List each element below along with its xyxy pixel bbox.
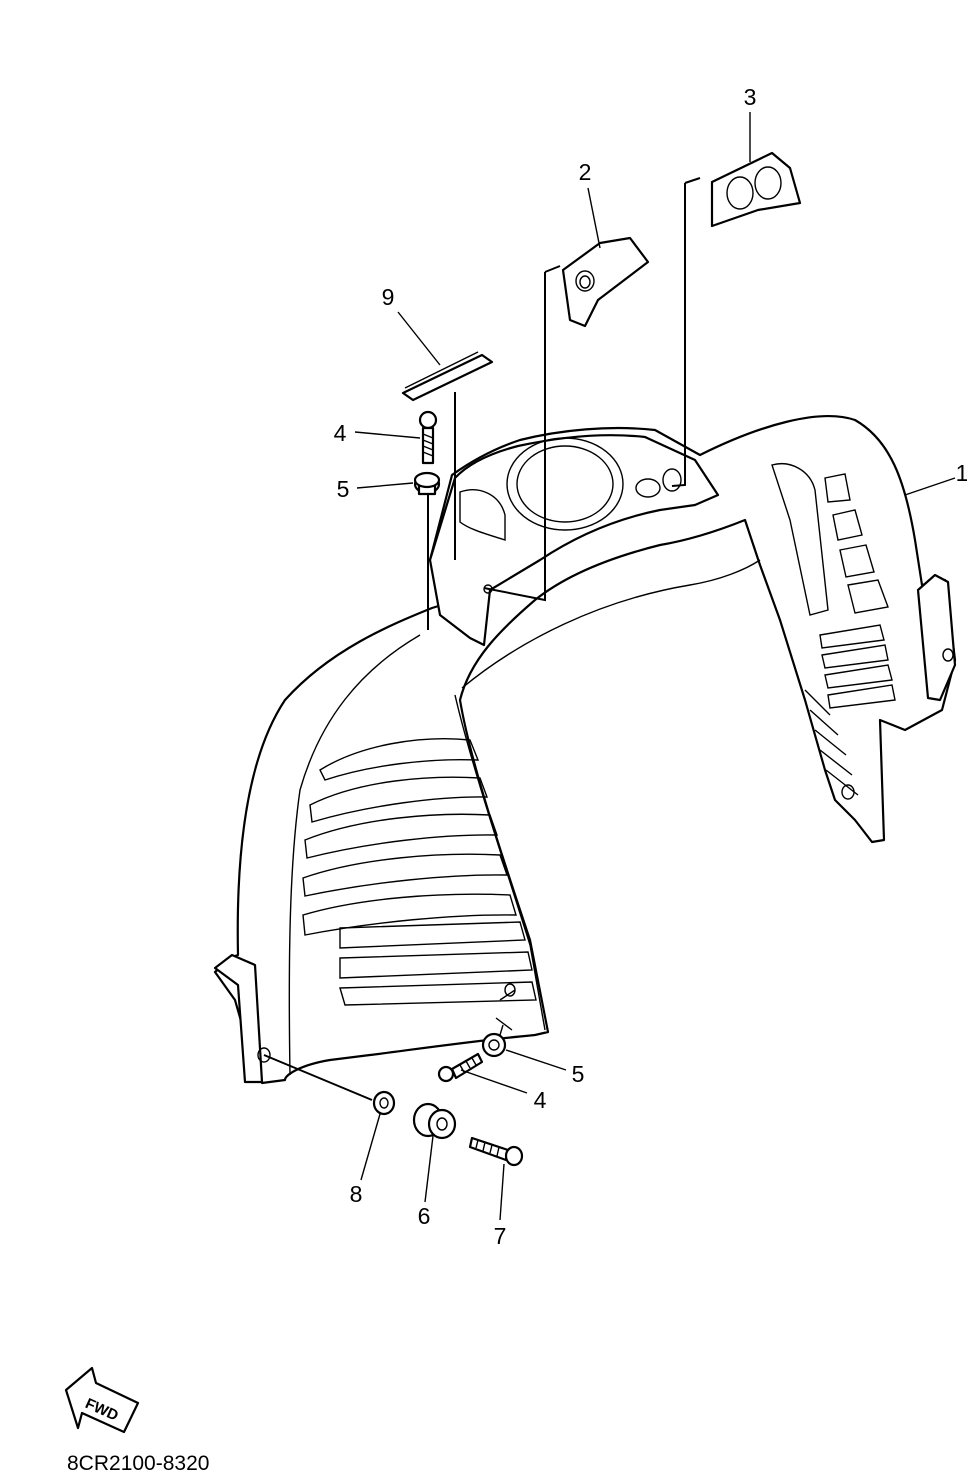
drawing-code: 8CR2100-8320 xyxy=(67,1452,209,1473)
callout-4-top: 4 xyxy=(334,420,347,446)
fwd-arrow-icon: FWD xyxy=(64,1366,140,1434)
meter-housing xyxy=(428,434,720,647)
part-4-screw-top xyxy=(418,410,438,465)
callout-5-bottom: 5 xyxy=(572,1061,585,1087)
callout-2: 2 xyxy=(579,159,592,185)
part-5-grommet-top xyxy=(413,471,441,496)
part-4-screw-bottom xyxy=(437,1052,484,1083)
assembly-lines xyxy=(263,177,701,1101)
callout-7: 7 xyxy=(494,1223,507,1249)
callout-9: 9 xyxy=(382,284,395,310)
leader-lines xyxy=(354,112,956,1221)
part-2-bracket xyxy=(561,236,650,328)
part-6-grommet xyxy=(412,1102,457,1140)
callout-6: 6 xyxy=(418,1203,431,1229)
part-1-leg-shield xyxy=(213,415,957,1085)
part-3-plate xyxy=(710,151,802,228)
callout-5-top: 5 xyxy=(337,476,350,502)
callout-1: 1 xyxy=(956,460,967,486)
part-9-strip xyxy=(401,351,494,402)
part-7-screw xyxy=(468,1136,524,1167)
callout-3: 3 xyxy=(744,84,757,110)
part-8-washer xyxy=(372,1090,396,1116)
part-5-grommet-bottom xyxy=(481,1032,507,1058)
callout-4-bottom: 4 xyxy=(534,1087,547,1113)
callout-8: 8 xyxy=(350,1181,363,1207)
callout-labels: 1 2 3 4 4 5 5 6 7 8 9 xyxy=(334,84,967,1249)
